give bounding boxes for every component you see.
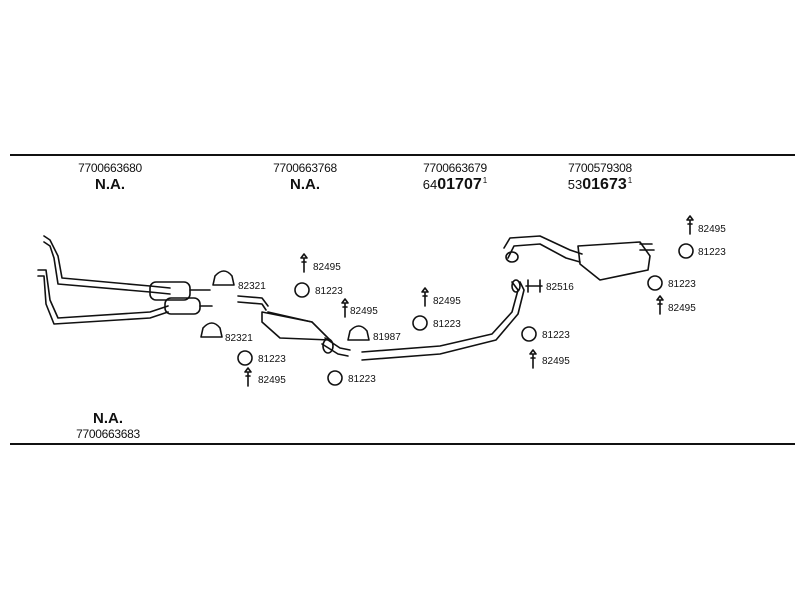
part-label: 82495	[313, 262, 341, 273]
center-muffler	[237, 295, 351, 357]
part-label: 81223	[433, 319, 461, 330]
part-label: 82495	[350, 306, 378, 317]
part-label: 82516	[546, 282, 574, 293]
part-label: 82321	[238, 281, 266, 292]
rear-muffler	[503, 235, 655, 293]
part-label: 82495	[258, 375, 286, 386]
bracket-icon	[300, 253, 308, 273]
header-front-pipe: 7700663680 N.A.	[78, 161, 142, 193]
part-number: 7700663683	[76, 427, 140, 441]
clamp-icon	[347, 325, 370, 341]
part-label: 81223	[698, 247, 726, 258]
part-number: 7700663679	[423, 161, 487, 175]
part-label: 81223	[258, 354, 286, 365]
ring-icon	[327, 370, 343, 386]
header-rear-muffler: 7700579308 53016731	[568, 161, 632, 194]
status-label: N.A.	[93, 410, 123, 427]
header-center-muffler: 7700663768 N.A.	[273, 161, 337, 193]
intermediate-pipe	[361, 279, 525, 361]
part-label: 82495	[698, 224, 726, 235]
ring-icon	[678, 243, 694, 259]
ring-icon	[412, 315, 428, 331]
part-label: 82321	[225, 333, 253, 344]
bracket-icon	[529, 349, 537, 369]
part-label: 81223	[668, 279, 696, 290]
bottom-left-part: N.A. 7700663683	[76, 410, 140, 441]
part-label: 81223	[542, 330, 570, 341]
part-label: 81223	[315, 286, 343, 297]
bracket-icon	[244, 367, 252, 387]
ring-icon	[521, 326, 537, 342]
bracket-icon	[421, 287, 429, 307]
part-label: 82495	[433, 296, 461, 307]
part-number: 7700663680	[78, 161, 142, 175]
ring-icon	[294, 282, 310, 298]
status-label: N.A.	[95, 176, 125, 193]
catalog-code: 53016731	[567, 176, 633, 193]
bracket-icon	[686, 215, 694, 235]
ring-icon	[647, 275, 663, 291]
header-intermediate-pipe: 7700663679 64017071	[423, 161, 487, 194]
clamp-icon	[212, 270, 235, 286]
part-label: 82495	[668, 303, 696, 314]
part-label: 82495	[542, 356, 570, 367]
catalog-code: 64017071	[422, 176, 488, 193]
clamp-icon	[200, 322, 223, 338]
status-label: N.A.	[290, 176, 320, 193]
bracket-icon	[656, 295, 664, 315]
part-label: 81987	[373, 332, 401, 343]
part-number: 7700579308	[568, 161, 632, 175]
bracket-icon	[341, 298, 349, 318]
bottom-divider	[10, 443, 795, 445]
top-divider	[10, 154, 795, 156]
ring-icon	[237, 350, 253, 366]
part-number: 7700663768	[273, 161, 337, 175]
front-pipe	[37, 235, 213, 325]
part-label: 81223	[348, 374, 376, 385]
